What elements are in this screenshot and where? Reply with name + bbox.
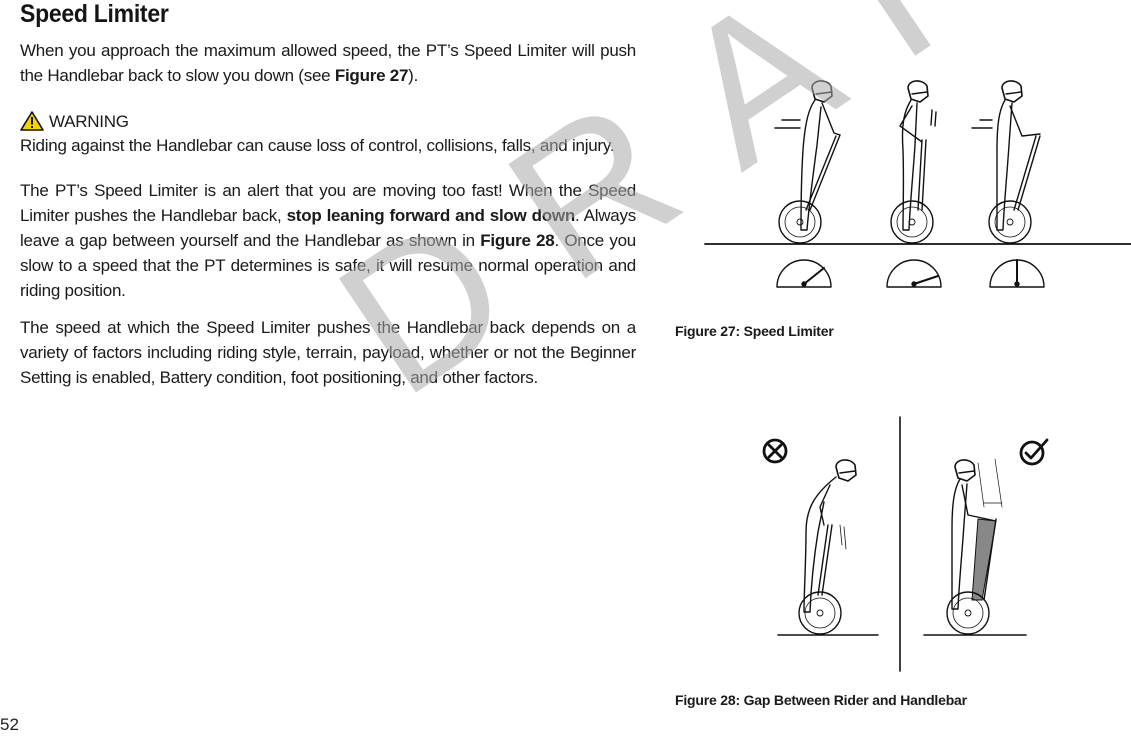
speed-gauge-2 — [886, 259, 942, 288]
warning-label: WARNING — [49, 111, 129, 131]
speed-gauge-3 — [989, 259, 1045, 288]
intro-paragraph: When you approach the maximum allowed sp… — [20, 41, 636, 85]
section-heading: Speed Limiter — [20, 0, 169, 28]
warning-text: Riding against the Handlebar can cause l… — [20, 136, 615, 155]
cross-circle-icon — [762, 438, 788, 464]
speed-gauge-1 — [776, 259, 832, 288]
warning-triangle-icon — [20, 111, 44, 131]
upright-rider — [946, 458, 1003, 635]
figure-28-reference[interactable]: Figure 28 — [480, 231, 555, 250]
warning-heading: WARNING — [20, 109, 636, 133]
rider-2 — [890, 80, 937, 244]
speed-limiter-paragraph: The PT’s Speed Limiter is an alert that … — [20, 181, 637, 300]
rider-3 — [971, 80, 1041, 244]
figure-27-caption: Figure 27: Speed Limiter — [675, 323, 834, 339]
figure-28-handlebar-gap — [762, 416, 1049, 672]
page-number: 52 — [0, 715, 19, 734]
figure-27-reference[interactable]: Figure 27 — [334, 66, 409, 85]
body-text-column: When you approach the maximum allowed sp… — [20, 38, 636, 390]
rider-1 — [774, 80, 841, 244]
figure-28-caption: Figure 28: Gap Between Rider and Handleb… — [675, 692, 967, 708]
factors-paragraph: The speed at which the Speed Limiter pus… — [20, 318, 636, 387]
figure-27-speed-limiter — [704, 80, 1131, 288]
check-circle-icon — [1019, 438, 1049, 466]
emphasis-stop-leaning: stop leaning forward and slow down — [286, 206, 576, 225]
leaning-rider — [798, 459, 857, 635]
